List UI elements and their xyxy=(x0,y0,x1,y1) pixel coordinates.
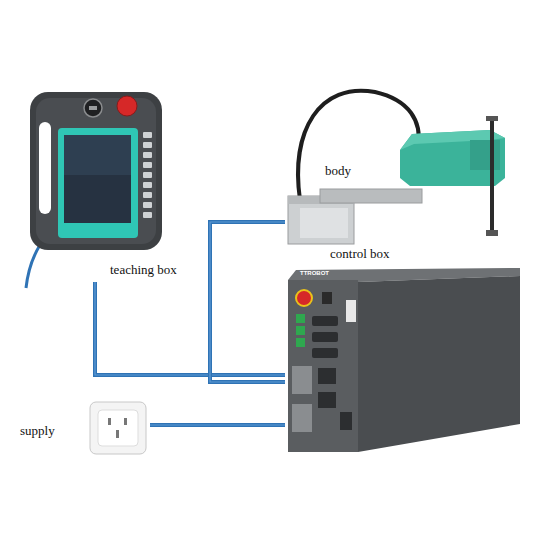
brand-label: TTROBOT xyxy=(300,270,329,277)
cable-highlight xyxy=(95,282,285,375)
cable-line xyxy=(150,423,285,427)
brand-label: TTROBOT xyxy=(84,227,113,234)
control-cabinet xyxy=(288,268,520,452)
power-supply: supply xyxy=(15,398,150,456)
node-label: control box xyxy=(330,246,390,262)
node-label: supply xyxy=(20,423,55,439)
cable-line xyxy=(210,222,285,382)
teaching-box: teaching box xyxy=(30,88,205,282)
cable xyxy=(150,425,285,426)
node-label: body xyxy=(325,163,351,179)
cable xyxy=(210,222,285,382)
teaching-pendant xyxy=(26,92,162,288)
cable xyxy=(95,282,285,375)
cable-highlight xyxy=(210,222,285,382)
scara-robot xyxy=(288,91,505,244)
control-box: control box xyxy=(285,246,525,454)
cable-line xyxy=(95,282,285,375)
wall-socket xyxy=(90,402,146,454)
node-label: teaching box xyxy=(110,262,177,278)
cable-highlight xyxy=(150,424,285,425)
robot-body: body xyxy=(285,85,515,247)
